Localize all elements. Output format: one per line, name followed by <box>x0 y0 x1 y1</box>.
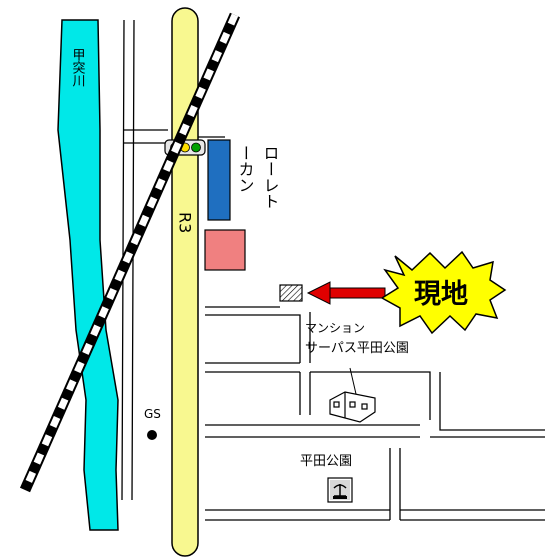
gas-station-label: GS <box>144 407 161 421</box>
railway-line <box>19 12 241 493</box>
destination-label: 現地 <box>414 279 468 310</box>
route-label: R3 <box>176 212 195 233</box>
fountain-icon <box>327 477 353 503</box>
svg-text:ローレト: ローレト <box>261 145 280 209</box>
route-3-road <box>171 7 199 557</box>
gas-station-marker <box>147 430 157 440</box>
svg-text:ーカン: ーカン <box>236 145 255 193</box>
store-building-blue <box>207 139 231 221</box>
destination-arrow <box>306 281 386 305</box>
local-streets <box>124 129 545 521</box>
mansion-label-line1: マンション <box>305 321 365 335</box>
destination-building <box>279 284 303 302</box>
river <box>57 19 119 531</box>
river-label: 甲突川 <box>70 48 86 87</box>
destination-burst: 現地 <box>380 250 507 335</box>
mansion-building-icon <box>329 367 376 423</box>
store-building-pink <box>204 229 246 271</box>
store-label: ローレト ーカン <box>236 145 280 209</box>
mansion-label-line2: サーパス平田公園 <box>305 341 409 356</box>
park-label: 平田公園 <box>300 454 352 469</box>
